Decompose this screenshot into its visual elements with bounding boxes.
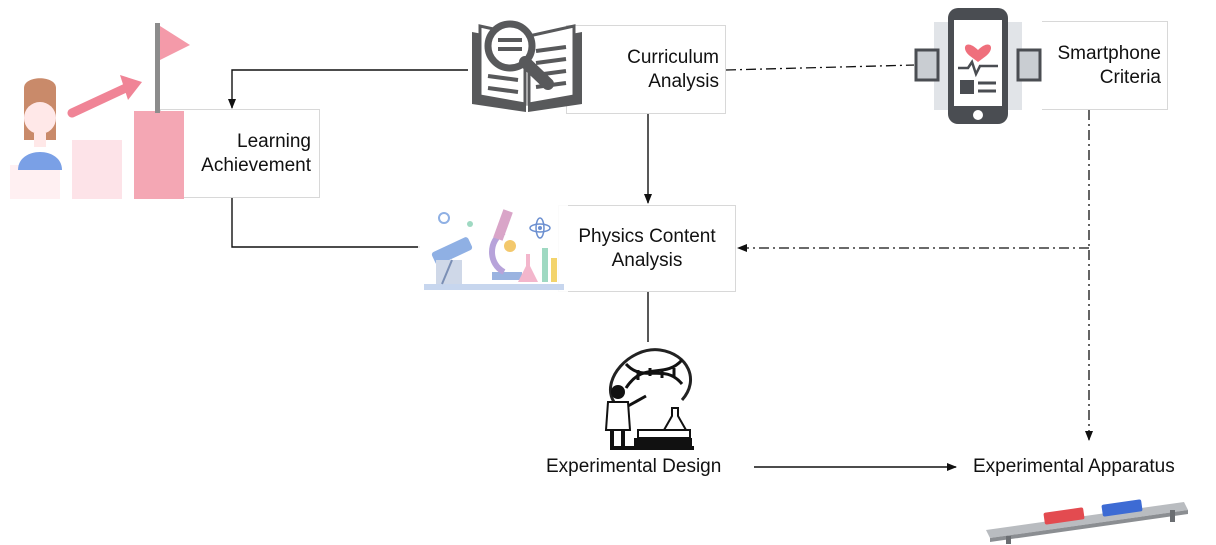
experimental-design-label: Experimental Design <box>546 456 722 477</box>
book-magnifier-icon <box>472 20 582 112</box>
physics-content-box: Physics Content Analysis <box>558 205 736 292</box>
curriculum-smartphone-link <box>725 64 917 71</box>
smartphone-health-icon <box>914 2 1042 132</box>
learning-achievement-label: Learning Achievement <box>201 130 311 176</box>
curriculum-to-learning-arrow <box>228 69 468 109</box>
curriculum-analysis-label: Curriculum Analysis <box>627 46 719 92</box>
curriculum-analysis-box: Curriculum Analysis <box>566 25 726 114</box>
learning-to-physics-line <box>231 198 420 248</box>
air-track-carts-icon <box>986 499 1188 544</box>
learning-achievement-box: Learning Achievement <box>160 109 320 198</box>
smartphone-criteria-label: Smartphone Criteria <box>1057 42 1161 88</box>
physics-content-label: Physics Content Analysis <box>578 225 716 271</box>
person-growth-chart-icon <box>10 23 190 199</box>
experimental-apparatus-label: Experimental Apparatus <box>973 456 1175 477</box>
scientist-dna-icon <box>604 348 694 450</box>
science-lab-icon <box>418 204 568 296</box>
